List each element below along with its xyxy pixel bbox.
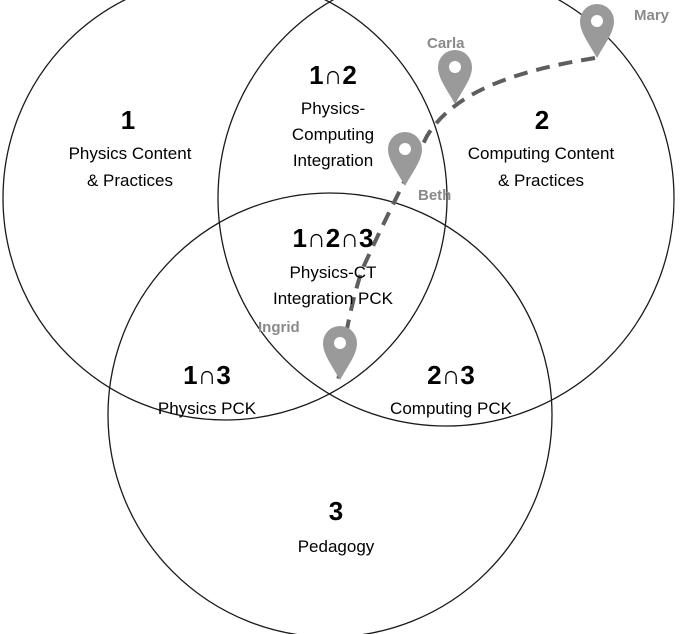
intersection-1-2-line-2: Computing <box>292 125 374 144</box>
circle-set-2 <box>217 0 675 427</box>
map-pin-icon <box>323 326 357 380</box>
map-pin-icon <box>388 132 422 186</box>
region-intersection-2-3: 2∩3 Computing PCK <box>390 360 513 418</box>
intersection-1-2-line-1: Physics- <box>301 99 365 118</box>
participant-carla: Carla <box>427 35 472 104</box>
intersection-1-2-3-line-2: Integration PCK <box>273 289 394 308</box>
participant-name-ingrid: Ingrid <box>258 319 300 336</box>
intersection-1-3-number: 1∩3 <box>183 360 231 390</box>
participant-name-mary: Mary <box>634 7 670 24</box>
set-3-number: 3 <box>329 496 343 526</box>
region-set-1: 1 Physics Content & Practices <box>69 105 192 190</box>
map-pin-icon <box>580 4 614 58</box>
participant-mary: Mary <box>580 4 670 58</box>
region-intersection-1-3: 1∩3 Physics PCK <box>158 360 257 418</box>
intersection-1-2-number: 1∩2 <box>309 60 357 90</box>
intersection-2-3-line-1: Computing PCK <box>390 399 513 418</box>
set-1-number: 1 <box>121 105 135 135</box>
map-pin-icon <box>438 50 472 104</box>
set-2-label-line-2: & Practices <box>498 171 584 190</box>
region-set-2: 2 Computing Content & Practices <box>468 105 615 190</box>
intersection-1-2-3-line-1: Physics-CT <box>290 263 377 282</box>
participant-beth: Beth <box>388 132 451 204</box>
set-1-label-line-2: & Practices <box>87 171 173 190</box>
participant-name-carla: Carla <box>427 35 465 52</box>
intersection-1-2-line-3: Integration <box>293 151 373 170</box>
set-1-label-line-1: Physics Content <box>69 144 192 163</box>
intersection-1-3-line-1: Physics PCK <box>158 399 257 418</box>
circle-set-1 <box>2 0 448 421</box>
participant-ingrid: Ingrid <box>258 319 357 380</box>
region-intersection-1-2-3: 1∩2∩3 Physics-CT Integration PCK <box>273 223 394 308</box>
set-2-number: 2 <box>535 105 549 135</box>
intersection-1-2-3-number: 1∩2∩3 <box>293 223 374 253</box>
intersection-2-3-number: 2∩3 <box>427 360 475 390</box>
region-intersection-1-2: 1∩2 Physics- Computing Integration <box>292 60 374 170</box>
set-2-label-line-1: Computing Content <box>468 144 615 163</box>
region-set-3: 3 Pedagogy <box>298 496 375 556</box>
circle-set-3 <box>107 192 553 634</box>
trajectory-path <box>336 56 596 383</box>
participant-name-beth: Beth <box>418 187 451 204</box>
set-3-label-line-1: Pedagogy <box>298 537 375 556</box>
